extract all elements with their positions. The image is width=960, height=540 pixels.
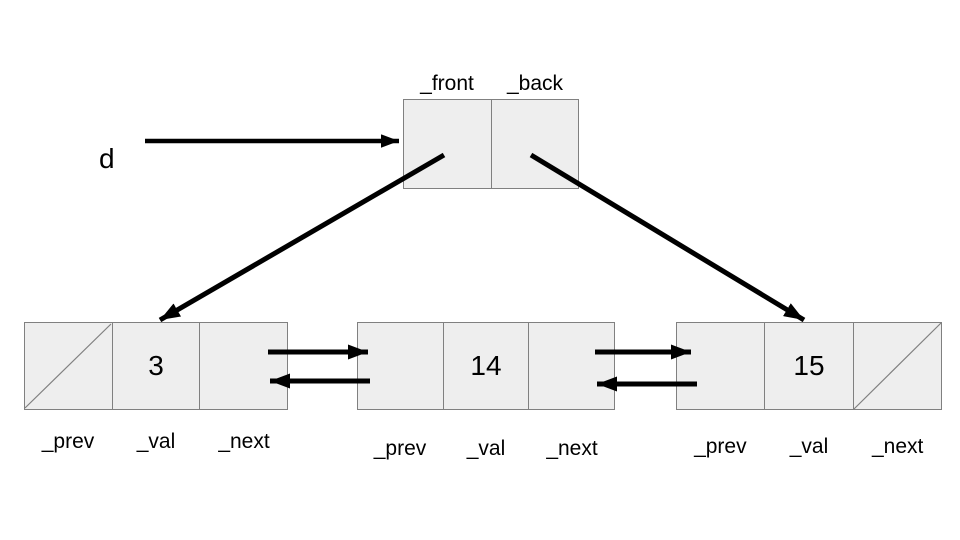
node-2-val-label: _val: [466, 437, 506, 460]
node-2-prev-cell: [358, 323, 444, 409]
node-1-next-label: _next: [218, 430, 270, 453]
node-1: 3: [24, 322, 288, 410]
node-3-next-cell: [854, 323, 941, 409]
node-3-val-label: _val: [789, 435, 829, 458]
node-1-val-cell: 3: [113, 323, 201, 409]
arrow-front-to-node1: [158, 152, 446, 323]
front-field-label: _front: [420, 72, 474, 95]
deque-field-labels: _front _back: [403, 72, 579, 96]
node-3-prev-label: _prev: [694, 435, 747, 458]
node-1-next-cell: [200, 323, 287, 409]
node-2-val-cell: 14: [444, 323, 530, 409]
node-2: 14: [357, 322, 615, 410]
deque-variable-label: d: [99, 143, 115, 174]
node-3-value: 15: [793, 350, 825, 381]
back-field-label: _back: [506, 72, 564, 95]
node-1-prev-cell: [25, 323, 113, 409]
node-2-value: 14: [470, 350, 502, 381]
node-3: 15: [676, 322, 942, 410]
node-1-prev-label: _prev: [41, 430, 95, 453]
deque-back-cell: [492, 100, 579, 188]
node-1-field-labels: _prev _val _next: [24, 430, 288, 454]
node-3-next-label: _next: [871, 435, 924, 458]
node-1-value: 3: [148, 350, 164, 381]
node-2-prev-label: _prev: [373, 437, 427, 460]
node-3-val-cell: 15: [765, 323, 854, 409]
deque-front-cell: [404, 100, 492, 188]
node-2-field-labels: _prev _val _next: [357, 437, 615, 461]
node-3-field-labels: _prev _val _next: [676, 435, 942, 459]
node-1-val-label: _val: [136, 430, 176, 453]
node-3-prev-cell: [677, 323, 766, 409]
deque-object: [403, 99, 579, 189]
node-2-next-cell: [529, 323, 614, 409]
node-2-next-label: _next: [546, 437, 598, 460]
